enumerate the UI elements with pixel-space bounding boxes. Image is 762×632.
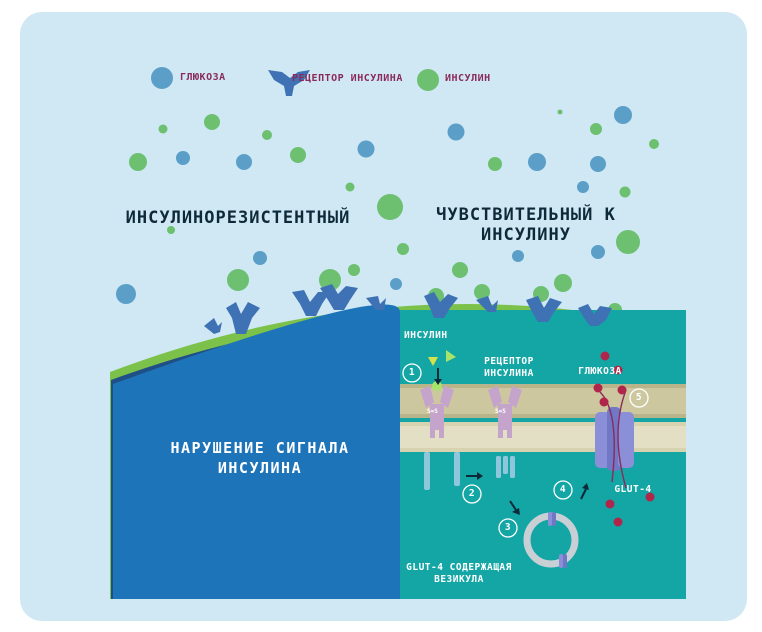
glucose-dots	[593, 351, 655, 527]
step-3-number: 3	[504, 522, 512, 533]
floating-molecules	[116, 106, 659, 329]
step-4-number: 4	[559, 484, 567, 495]
label-receptor-line1: РЕЦЕПТОР	[484, 356, 534, 367]
process-arrows	[434, 368, 589, 515]
legend-glucose-label: ГЛЮКОЗА	[180, 72, 226, 83]
label-glut4: GLUT-4	[614, 484, 652, 495]
step-markers	[402, 363, 649, 538]
insulin-triangles	[428, 350, 456, 366]
glucose-legend-icon	[151, 67, 173, 89]
step-1-marker	[402, 363, 422, 383]
step-4-marker	[553, 480, 573, 500]
left-panel-line2: ИНСУЛИНА	[217, 459, 303, 477]
step-2-marker	[462, 484, 482, 504]
title-insulin-sensitive-line2: ИНСУЛИНУ	[481, 225, 571, 245]
left-cell-region	[113, 304, 400, 599]
glut4-vesicle	[523, 512, 579, 568]
glut4-pieces	[424, 452, 515, 490]
step-1-number: 1	[408, 367, 416, 378]
diagram-graphics	[110, 67, 686, 599]
label-vesicle-line2: ВЕЗИКУЛА	[434, 574, 484, 585]
step-3-marker	[498, 518, 518, 538]
membrane-receptors	[204, 284, 612, 334]
diagram-card: ГЛЮКОЗА РЕЦЕПТОР ИНСУЛИНА ИНСУЛИН ИНСУЛИ…	[20, 12, 747, 621]
insulin-legend-icon	[417, 69, 439, 91]
label-glucose: ГЛЮКОЗА	[578, 366, 622, 377]
step-5-marker	[629, 388, 649, 408]
legend-receptor-label: РЕЦЕПТОР ИНСУЛИНА	[292, 73, 403, 84]
right-cell-region	[400, 310, 686, 599]
label-receptor-line2: ИНСУЛИНА	[484, 368, 534, 379]
left-panel-line1: НАРУШЕНИЕ СИГНАЛА	[170, 439, 350, 457]
label-insulin: ИНСУЛИН	[404, 330, 448, 341]
step-2-number: 2	[468, 488, 476, 499]
ss-bond-label-1: S=S	[427, 408, 438, 415]
title-insulin-sensitive-line1: ЧУВСТВИТЕЛЬНЫЙ К	[436, 205, 616, 225]
legend-insulin-label: ИНСУЛИН	[445, 73, 491, 84]
insulin-receptor-dimers	[420, 381, 522, 438]
ss-bond-label-2: S=S	[495, 408, 506, 415]
title-insulin-resistant: ИНСУЛИНОРЕЗИСТЕНТНЫЙ	[125, 208, 351, 228]
receptor-legend-icon	[268, 70, 310, 96]
glut4-transporter	[595, 389, 634, 489]
label-vesicle-line1: GLUT-4 СОДЕРЖАЩАЯ	[406, 562, 512, 573]
step-5-number: 5	[635, 392, 643, 403]
